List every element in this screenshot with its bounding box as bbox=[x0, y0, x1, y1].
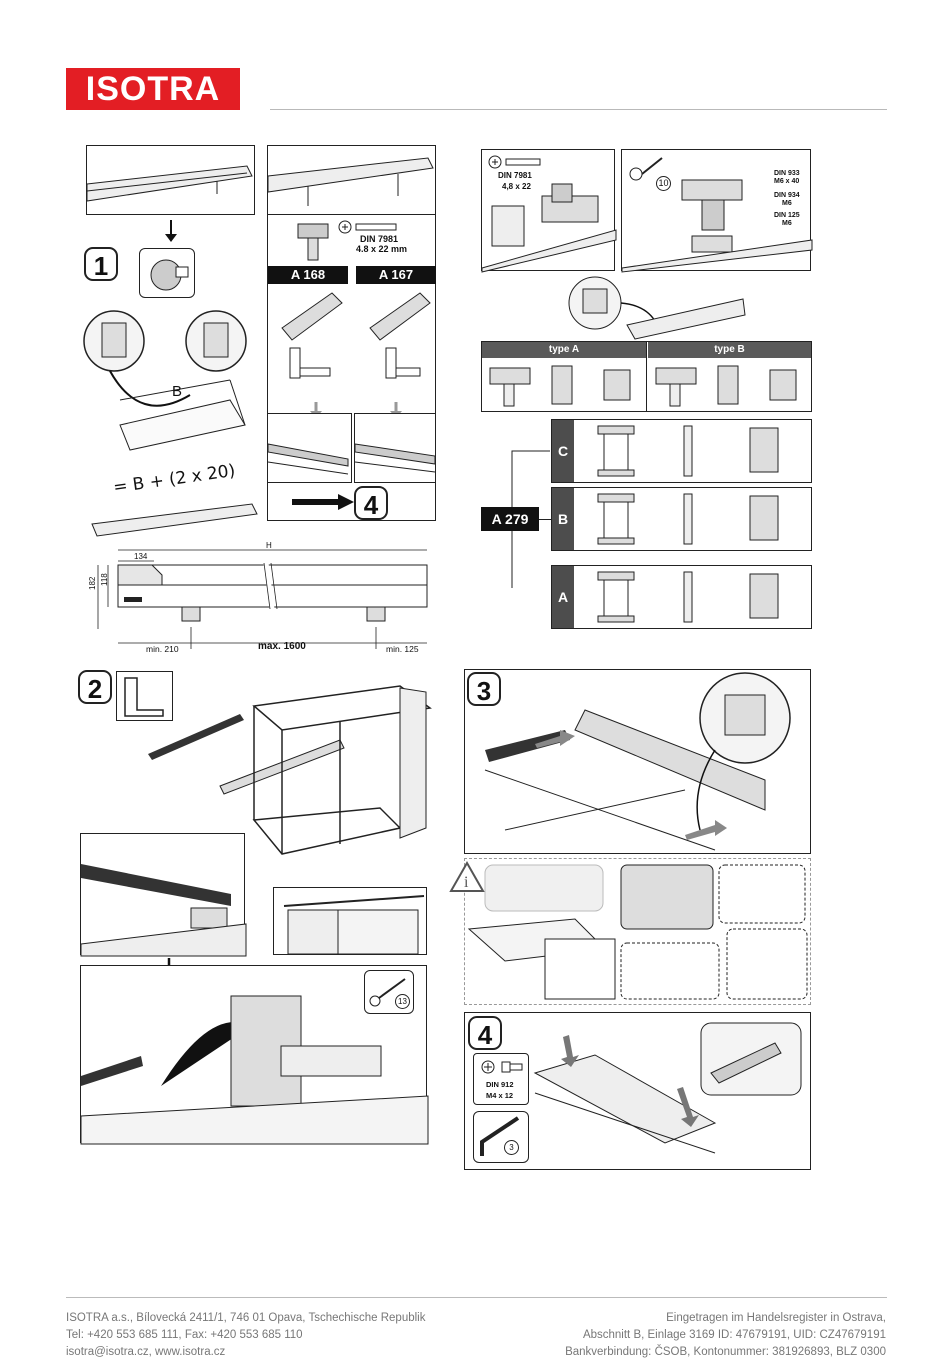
washer-size: M6 bbox=[782, 220, 792, 227]
step1-assembly-drawing bbox=[83, 310, 247, 451]
dim-min-left: min. 210 bbox=[146, 644, 179, 654]
goto-step4-number: 4 bbox=[354, 486, 388, 520]
hex-key-icon bbox=[473, 1111, 529, 1163]
variant-c-drawing bbox=[597, 425, 779, 477]
step1-profile-detail-right bbox=[267, 145, 436, 215]
footer-web: isotra@isotra.cz, www.isotra.cz bbox=[66, 1346, 226, 1358]
variant-b-tag: B bbox=[552, 488, 574, 550]
variant-a-tag: A bbox=[552, 566, 574, 628]
step2-number: 2 bbox=[78, 670, 112, 704]
profile-tag-a167: A 167 bbox=[356, 266, 436, 284]
step4-number: 4 bbox=[468, 1016, 502, 1050]
clip-mount-drawing bbox=[297, 223, 329, 261]
dim-134: 134 bbox=[134, 552, 148, 561]
footer-bank: Bankverbindung: ČSOB, Kontonummer: 38192… bbox=[565, 1346, 886, 1358]
a279-tree-lines bbox=[511, 450, 550, 588]
dim-min-right: min. 125 bbox=[386, 644, 419, 654]
bolt-din912-panel bbox=[473, 1053, 529, 1105]
width-label-b: B bbox=[172, 383, 183, 400]
dim-182: 182 bbox=[88, 576, 97, 590]
type-divider bbox=[646, 342, 647, 412]
bracket-bolt-panel bbox=[621, 149, 813, 273]
variant-b-drawing bbox=[597, 493, 779, 545]
step2-frame-drawing bbox=[148, 685, 432, 855]
wrench-13-label: 13 bbox=[395, 994, 410, 1009]
screw-icon bbox=[338, 220, 397, 234]
step3-warning-panel bbox=[464, 858, 811, 1005]
a279-tag: A 279 bbox=[481, 507, 539, 531]
footer-divider bbox=[66, 1297, 887, 1298]
footer-ids: Abschnitt B, Einlage 3169 ID: 47679191, … bbox=[582, 1329, 886, 1341]
header-divider bbox=[270, 109, 887, 110]
footer-address: ISOTRA a.s., Bílovecká 2411/1, 746 01 Op… bbox=[66, 1312, 426, 1324]
svg-text:i: i bbox=[464, 874, 469, 891]
step2-detail-left bbox=[80, 833, 247, 957]
isotra-logo: ISOTRA bbox=[66, 68, 240, 110]
a167-installed-view bbox=[354, 413, 436, 483]
bolt-size: M6 x 40 bbox=[774, 178, 800, 185]
bolt-din912-norm: DIN 912 bbox=[486, 1080, 514, 1089]
profile-a167-drawing bbox=[369, 292, 431, 379]
hex-key-size: 3 bbox=[504, 1140, 519, 1155]
bracket-screw-panel bbox=[481, 149, 617, 273]
dim-118: 118 bbox=[100, 573, 109, 586]
arrow-right-icon bbox=[292, 494, 354, 510]
info-warning-icon: i bbox=[449, 860, 485, 892]
footer-company-info: ISOTRA a.s., Bílovecká 2411/1, 746 01 Op… bbox=[66, 1310, 425, 1361]
wrench-10-icon: 10 bbox=[656, 176, 671, 191]
bracket-screw-size: 4,8 x 22 bbox=[502, 182, 531, 191]
step2-assembly-panel bbox=[80, 965, 429, 1145]
footer-register-info: Eingetragen im Handelsregister in Ostrav… bbox=[565, 1310, 886, 1361]
nut-norm: DIN 934 bbox=[774, 192, 800, 199]
step2-detail-right bbox=[273, 887, 427, 955]
type-a-header: type A bbox=[482, 342, 646, 358]
bracket-detail-drawing bbox=[568, 276, 746, 340]
tape-measure-icon bbox=[139, 248, 195, 298]
dimension-drawing bbox=[97, 549, 428, 649]
variant-a-drawing bbox=[597, 571, 779, 623]
screw-icon bbox=[488, 155, 541, 169]
step3-panel bbox=[464, 669, 811, 854]
step1-profile-detail-left bbox=[86, 145, 255, 215]
step1-number: 1 bbox=[84, 247, 118, 281]
footer-register: Eingetragen im Handelsregister in Ostrav… bbox=[666, 1312, 886, 1324]
bolt-din912-size: M4 x 12 bbox=[486, 1091, 514, 1100]
profile-tag-a168: A 168 bbox=[268, 266, 348, 284]
variant-c-tag: C bbox=[552, 420, 574, 482]
bolt-norm: DIN 933 bbox=[774, 170, 800, 177]
arrow-down-icon bbox=[165, 220, 177, 242]
bracket-screw-norm: DIN 7981 bbox=[498, 171, 532, 180]
dim-h: H bbox=[266, 541, 272, 550]
footer-phone: Tel: +420 553 685 111, Fax: +420 553 685… bbox=[66, 1329, 303, 1341]
type-a-parts-drawing bbox=[489, 365, 631, 407]
type-b-header: type B bbox=[648, 342, 811, 358]
profile-rail-drawing bbox=[91, 503, 258, 537]
dim-max-span: max. 1600 bbox=[258, 641, 306, 652]
a279-connector bbox=[539, 519, 551, 520]
screw-size-label: 4.8 x 22 mm bbox=[356, 244, 408, 254]
screw-norm-label: DIN 7981 bbox=[360, 234, 399, 244]
type-b-parts-drawing bbox=[655, 365, 797, 407]
washer-norm: DIN 125 bbox=[774, 212, 800, 219]
profile-section-icon bbox=[116, 671, 173, 721]
a168-installed-view bbox=[267, 413, 352, 483]
nut-size: M6 bbox=[782, 200, 792, 207]
profile-a168-drawing bbox=[281, 292, 343, 379]
step3-number: 3 bbox=[467, 672, 501, 706]
